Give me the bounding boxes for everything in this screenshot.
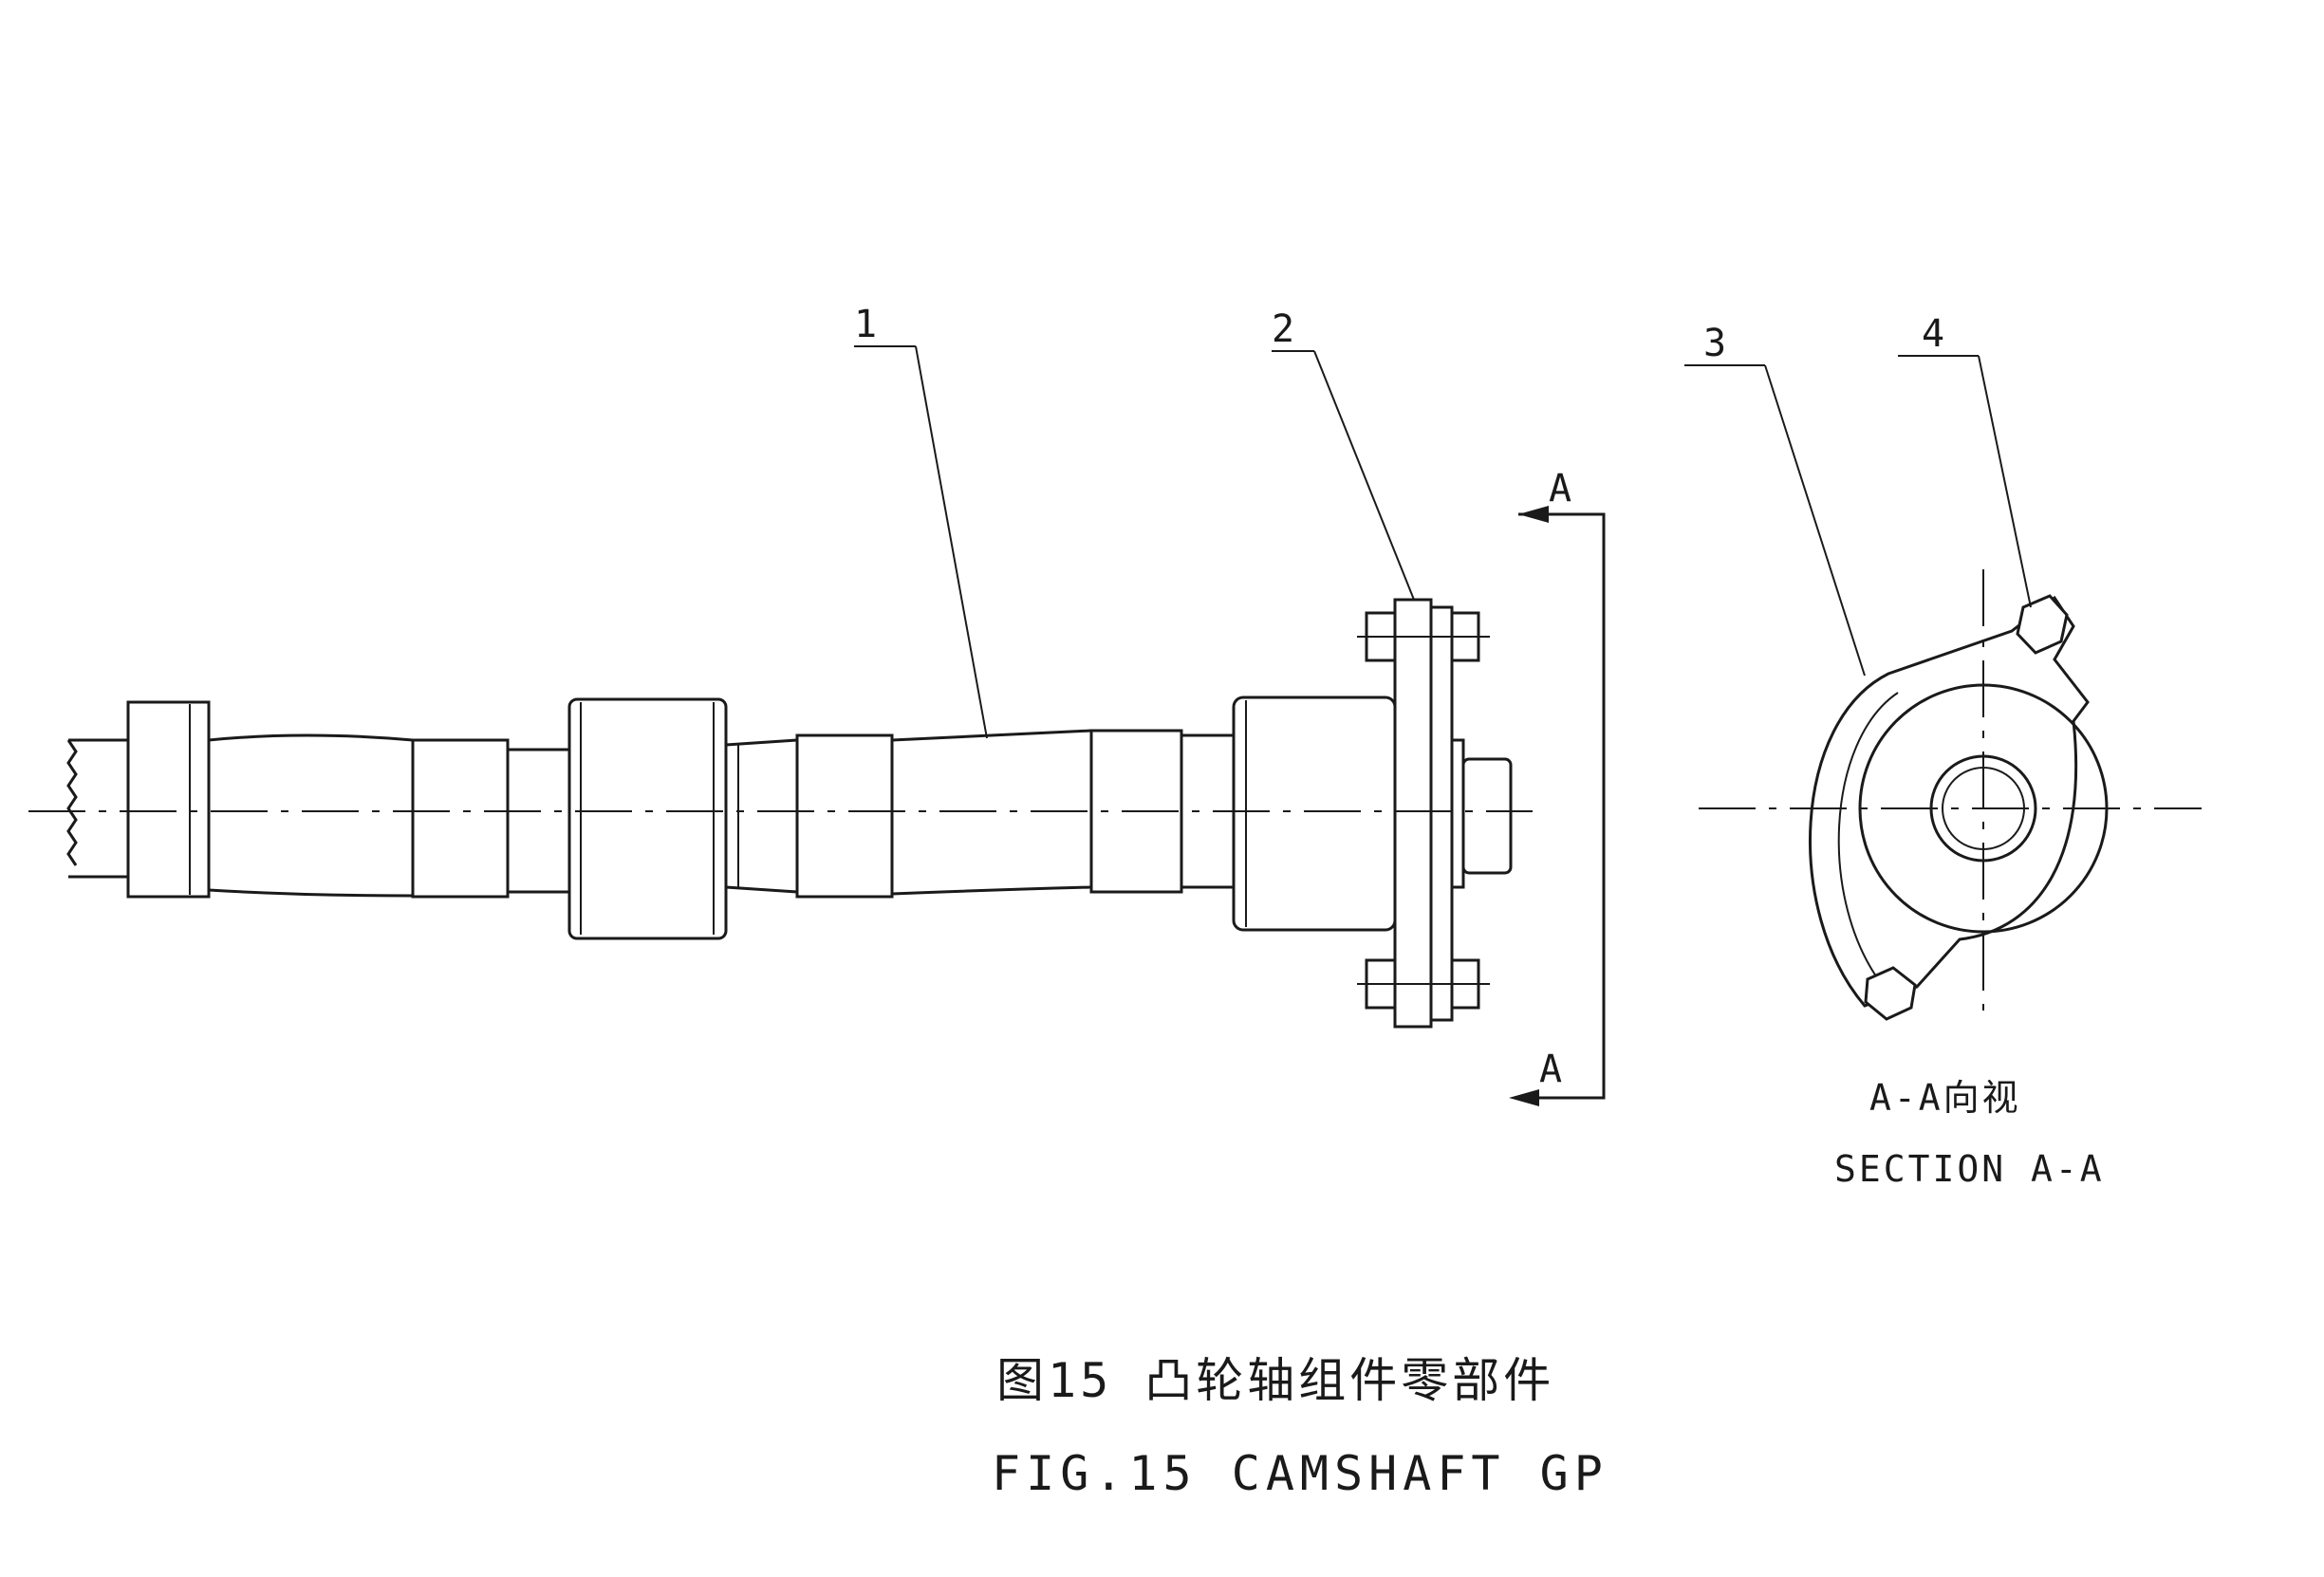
bearing-journal xyxy=(567,697,728,940)
callout-4: 4 xyxy=(1898,312,2032,608)
section-bore-inner xyxy=(1942,767,2025,850)
callout-1: 1 xyxy=(854,303,988,739)
cam-lobe-2 xyxy=(795,733,894,899)
section-bore-outer xyxy=(1929,754,2037,863)
shaft-break-line xyxy=(66,739,78,866)
section-mark-bottom: A xyxy=(1539,1048,1562,1091)
section-label-cn: A-A向视 xyxy=(1869,1077,2021,1119)
section-flange-outline xyxy=(1809,595,2090,1008)
callout-number-3: 3 xyxy=(1703,322,1726,365)
section-mark-top: A xyxy=(1549,467,1571,510)
flange-bolt-bottom xyxy=(1357,958,1490,1010)
callout-number-1: 1 xyxy=(854,303,877,346)
cam-lobe-3 xyxy=(1089,729,1183,894)
callout-number-4: 4 xyxy=(1922,312,1944,356)
shaft-collar-1 xyxy=(126,700,211,899)
section-cut-marker: A A xyxy=(1509,467,1606,1106)
figure-caption-en: FIG.15 CAMSHAFT GP xyxy=(992,1446,1608,1501)
hub xyxy=(1232,696,1397,932)
section-label-en: SECTION A-A xyxy=(1834,1148,2105,1190)
cam-lobe-1 xyxy=(411,738,510,899)
callout-number-2: 2 xyxy=(1272,307,1294,351)
callout-2: 2 xyxy=(1272,307,1415,601)
flange-plate xyxy=(1393,598,1433,1029)
section-hub-circle xyxy=(1858,683,2109,934)
flange-bolt-top xyxy=(1357,611,1490,662)
figure-caption-cn: 图15 凸轮轴组件零部件 xyxy=(996,1353,1554,1408)
flange-plate-inner xyxy=(1429,605,1454,1022)
hex-bolt-top xyxy=(2016,594,2069,655)
camshaft-side-view xyxy=(28,598,1533,1029)
callout-3: 3 xyxy=(1684,322,1866,677)
section-view-a-a xyxy=(1699,569,2202,1021)
shaft-stub xyxy=(1461,757,1513,875)
hex-bolt-bottom xyxy=(1864,966,1917,1021)
